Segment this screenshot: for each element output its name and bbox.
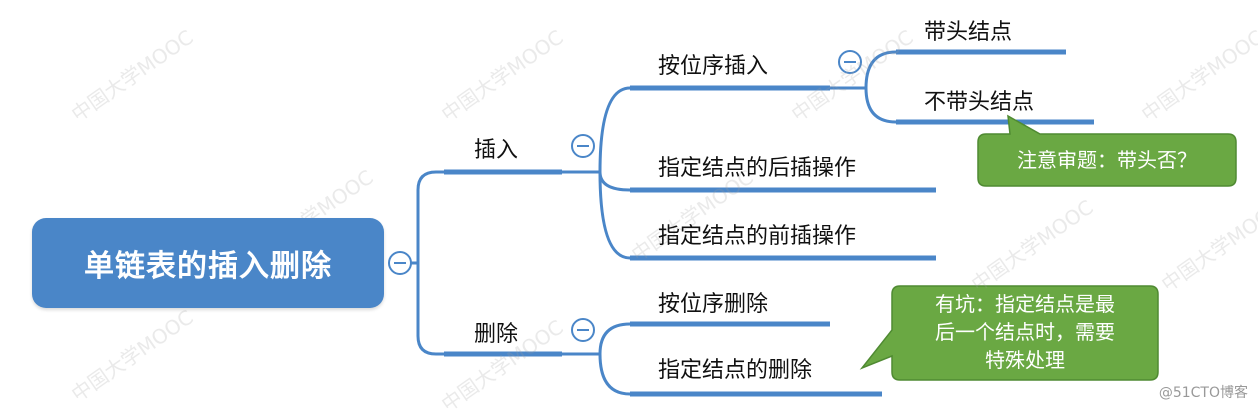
callout-pitfall-line-3: 特殊处理 xyxy=(985,348,1065,372)
callout-head-shape xyxy=(977,114,1237,187)
connector-insert-after xyxy=(562,170,631,192)
delete-by-order-node[interactable]: 按位序删除 xyxy=(658,292,769,317)
callout-pitfall-line-1: 有坑：指定结点是最 xyxy=(935,292,1115,316)
callout-pitfall-line-2: 后一个结点时，需要 xyxy=(935,320,1115,344)
collapse-root-button[interactable] xyxy=(388,251,412,275)
delete-node-node[interactable]: 指定结点的删除 xyxy=(658,358,813,383)
delete-node[interactable]: 删除 xyxy=(474,322,519,347)
insert-node[interactable]: 插入 xyxy=(474,138,519,163)
connector-root-insert xyxy=(400,170,444,265)
callout-pitfall-note: 有坑：指定结点是最 后一个结点时，需要 特殊处理 xyxy=(892,290,1158,374)
connector-by-order-nohead xyxy=(830,86,897,124)
callout-head-note: 注意审题：带头否？ xyxy=(978,146,1236,174)
collapse-by-order-insert-button[interactable] xyxy=(838,50,862,74)
footer-watermark: @51CTO博客 xyxy=(1158,385,1248,401)
connector-insert-by-order xyxy=(562,86,631,174)
insert-before-node[interactable]: 指定结点的前插操作 xyxy=(658,224,857,249)
root-node[interactable]: 单链表的插入删除 xyxy=(32,218,384,308)
connector-delete-node xyxy=(562,352,631,396)
collapse-delete-button[interactable] xyxy=(571,318,595,342)
connector-insert-before xyxy=(562,170,631,260)
without-head-node[interactable]: 不带头结点 xyxy=(924,90,1035,115)
callout-pitfall-shape xyxy=(859,285,1159,381)
mindmap-canvas xyxy=(388,49,1237,397)
connector-root-delete xyxy=(400,261,444,356)
insert-by-order-node[interactable]: 按位序插入 xyxy=(658,54,769,79)
collapse-insert-button[interactable] xyxy=(571,134,595,158)
insert-after-node[interactable]: 指定结点的后插操作 xyxy=(658,156,857,181)
callout-head-text: 注意审题：带头否？ xyxy=(1017,148,1197,172)
root-label: 单链表的插入删除 xyxy=(84,249,332,284)
with-head-node[interactable]: 带头结点 xyxy=(924,20,1013,45)
